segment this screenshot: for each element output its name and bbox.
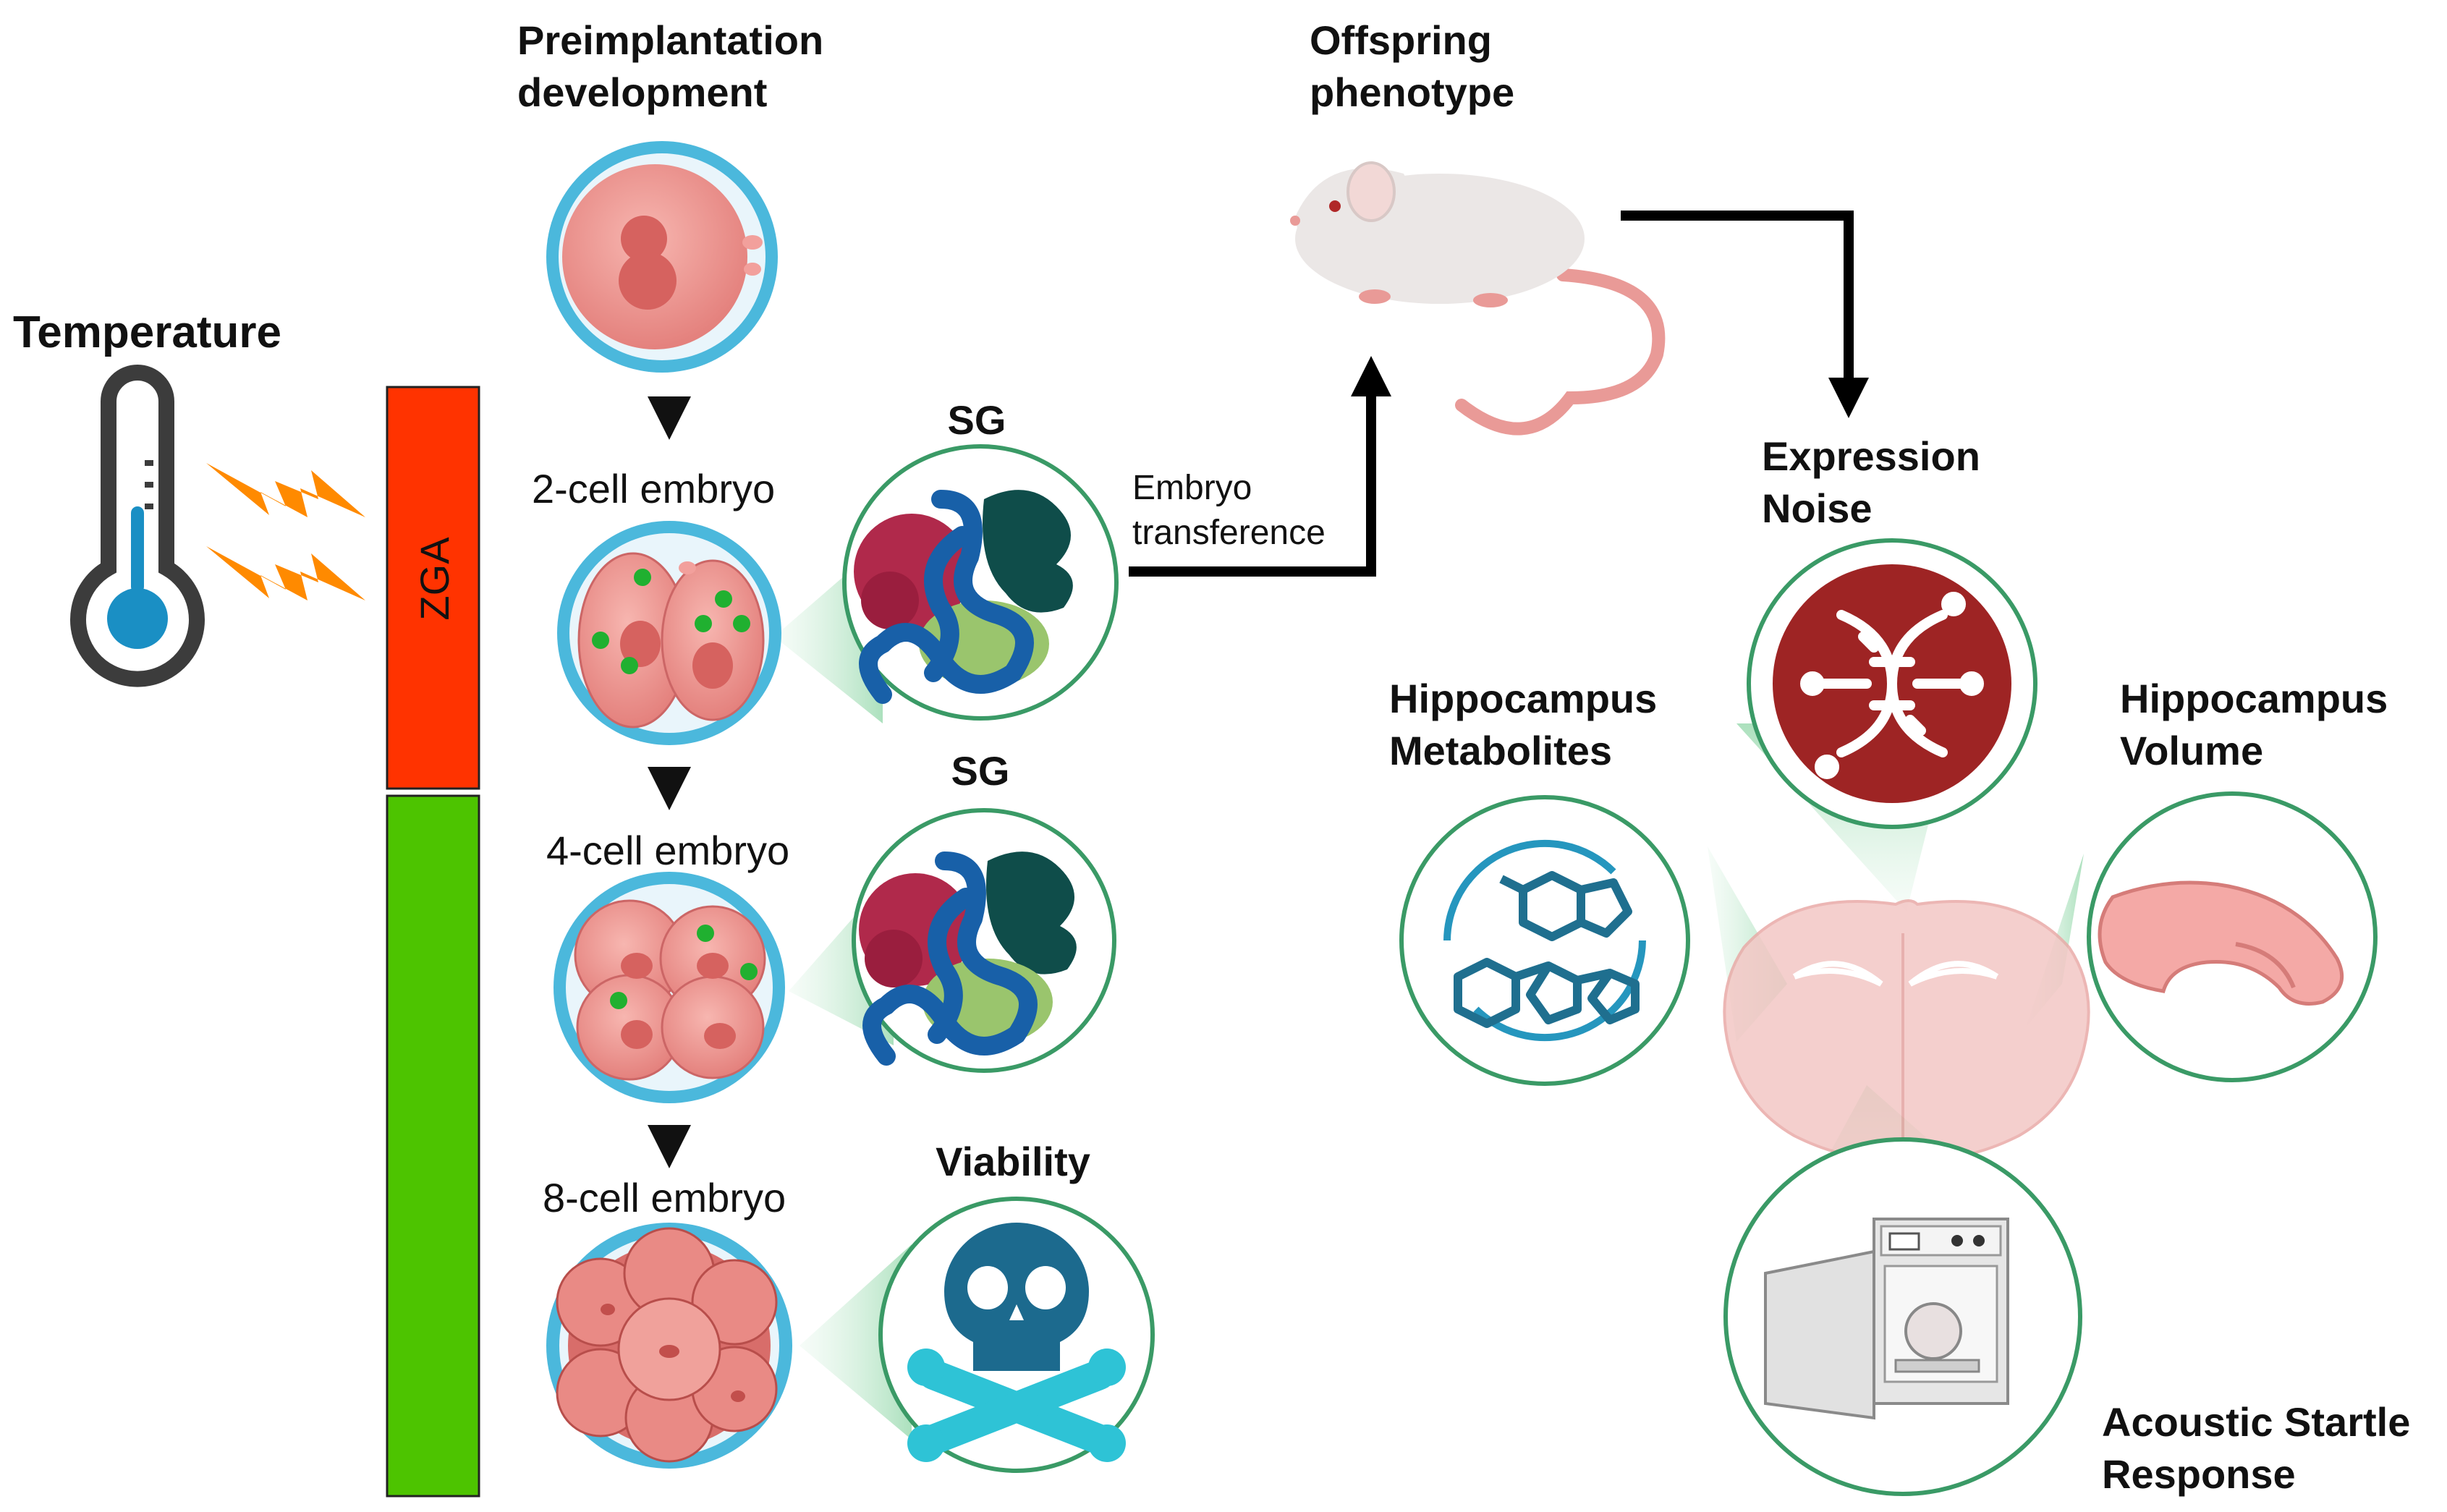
eight-cell-label: 8-cell embryo bbox=[543, 1175, 786, 1220]
stress-granule-inset-1 bbox=[842, 444, 1119, 721]
viability-label: Viability bbox=[936, 1139, 1090, 1184]
expression-noise-label: Expression Noise bbox=[1762, 433, 1991, 531]
lightning-icon bbox=[206, 463, 365, 600]
acoustic-startle-label: Acoustic Startle Response bbox=[2102, 1399, 2422, 1497]
zga-bar bbox=[386, 386, 480, 790]
hippocampus-metabolites-label: Hippocampus Metabolites bbox=[1389, 676, 1668, 773]
offspring-title: Offspring phenotype bbox=[1310, 17, 1514, 115]
hippocampus-icon bbox=[2098, 880, 2344, 1006]
skull-crossbones-icon bbox=[907, 1223, 1126, 1462]
brain-section-icon bbox=[1723, 899, 2090, 1172]
post-zga-bar bbox=[386, 794, 480, 1498]
preimplantation-title: Preimplantation development bbox=[517, 17, 835, 115]
viability-inset bbox=[878, 1197, 1155, 1473]
zga-label: ZGA bbox=[412, 537, 457, 621]
thermometer-icon bbox=[70, 365, 205, 687]
four-cell-embryo bbox=[554, 872, 785, 1103]
sg-label-2: SG bbox=[951, 748, 1010, 794]
embryo-transference-label: Embryo transference bbox=[1132, 469, 1326, 552]
arrow-head bbox=[648, 767, 691, 810]
two-cell-embryo bbox=[557, 521, 781, 745]
mouse-icon bbox=[1290, 161, 1666, 436]
zygote-cell bbox=[546, 141, 778, 373]
hippocampus-volume-label: Hippocampus Volume bbox=[2120, 676, 2399, 773]
four-cell-label: 4-cell embryo bbox=[546, 828, 789, 873]
expression-noise-inset bbox=[1747, 538, 2037, 829]
zoom-cone bbox=[800, 1244, 912, 1440]
startle-chamber-icon bbox=[1764, 1218, 2009, 1420]
arrow-head bbox=[648, 396, 691, 440]
hippocampus-metabolites-inset bbox=[1399, 795, 1690, 1086]
two-cell-label: 2-cell embryo bbox=[532, 466, 775, 511]
molecule-icon bbox=[1454, 871, 1640, 1028]
acoustic-startle-inset bbox=[1723, 1137, 2082, 1496]
dna-icon bbox=[1800, 592, 1984, 779]
arrow-head bbox=[648, 1125, 691, 1168]
temperature-label: Temperature bbox=[13, 307, 281, 357]
stress-granule-inset-2 bbox=[852, 808, 1116, 1073]
sg-label-1: SG bbox=[948, 397, 1006, 443]
transfer-arrow bbox=[1129, 356, 1391, 577]
hippocampus-volume-inset bbox=[2087, 791, 2378, 1082]
phenotype-arrow bbox=[1621, 211, 1869, 418]
eight-cell-embryo bbox=[546, 1223, 792, 1469]
